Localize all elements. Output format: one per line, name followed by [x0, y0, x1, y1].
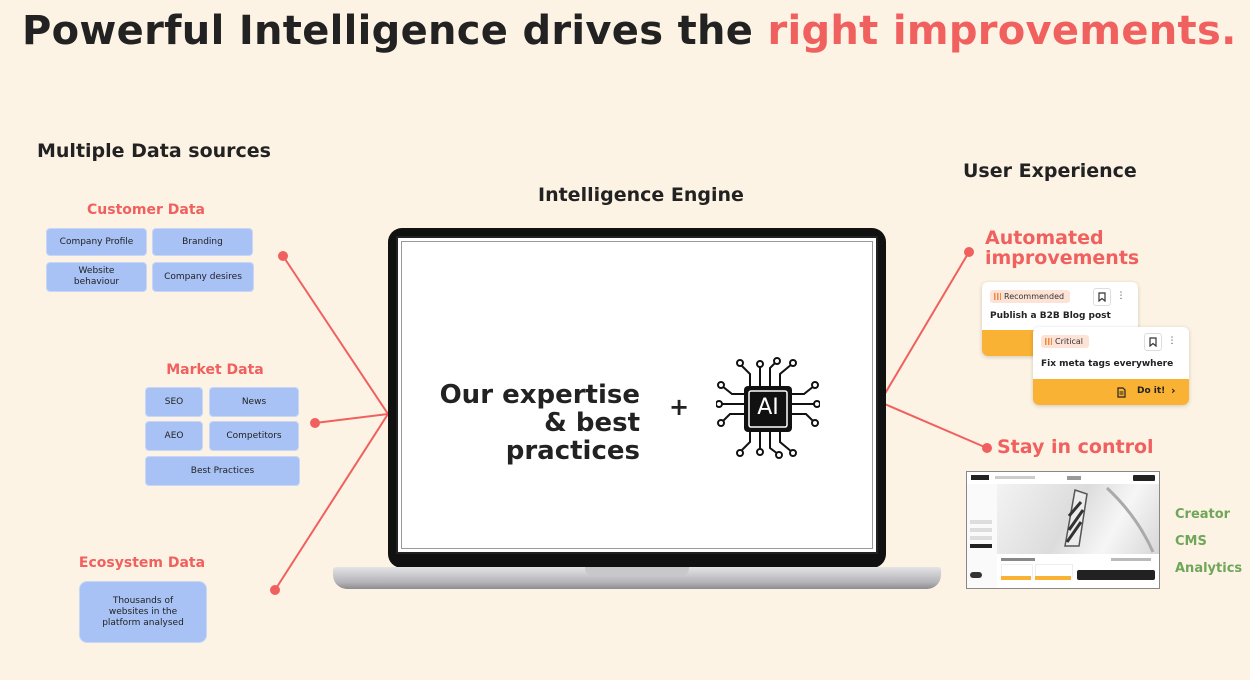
chip-best-practices: Best Practices	[145, 456, 300, 486]
chip-company-desires: Company desires	[152, 262, 254, 292]
chip-website-behaviour: Website behaviour	[46, 262, 147, 292]
chip-company-profile: Company Profile	[46, 228, 147, 256]
tool-cms: CMS	[1175, 534, 1207, 549]
customer-data-label: Customer Data	[87, 202, 205, 218]
chip-competitors: Competitors	[209, 421, 299, 451]
chip-aeo: AEO	[145, 421, 203, 451]
badge-critical: Critical	[1041, 335, 1089, 348]
do-it-button[interactable]: Do it! ›	[1117, 384, 1183, 399]
bookmark-icon[interactable]	[1093, 288, 1111, 306]
automated-improvements-label: Automated improvements	[985, 227, 1140, 269]
tool-analytics: Analytics	[1175, 561, 1243, 576]
market-data-label: Market Data	[166, 362, 264, 378]
more-icon[interactable]: ⋮	[1113, 288, 1129, 304]
laptop-notch	[585, 567, 689, 576]
more-icon[interactable]: ⋮	[1164, 333, 1180, 349]
chip-thousands-websites: Thousands of websites in the platform an…	[79, 581, 207, 643]
card-title: Fix meta tags everywhere	[1041, 359, 1174, 369]
page-title: Powerful Intelligence drives the right i…	[22, 8, 1237, 54]
ecosystem-data-label: Ecosystem Data	[78, 555, 206, 571]
user-experience-header: User Experience	[963, 160, 1137, 182]
chip-seo: SEO	[145, 387, 203, 417]
card-footer	[1033, 379, 1189, 405]
card-critical[interactable]: Critical ⋮ Fix meta tags everywhere Do i…	[1033, 327, 1189, 405]
ai-chip-icon	[716, 357, 820, 459]
stay-in-control-label: Stay in control	[997, 436, 1154, 458]
card-title: Publish a B2B Blog post	[990, 311, 1111, 321]
tool-creator: Creator	[1175, 507, 1231, 522]
badge-recommended: Recommended	[990, 290, 1071, 303]
title-main: Powerful Intelligence drives the	[22, 8, 754, 54]
ai-label: AI	[757, 395, 779, 420]
data-sources-header: Multiple Data sources	[37, 140, 271, 162]
do-it-label: Do it!	[1137, 386, 1166, 396]
laptop-base	[333, 567, 941, 589]
chevron-right-icon: ›	[1171, 384, 1176, 397]
document-icon	[1117, 387, 1126, 398]
bookmark-icon[interactable]	[1144, 333, 1162, 351]
plus-sign: +	[669, 393, 690, 421]
intelligence-engine-header: Intelligence Engine	[538, 184, 744, 206]
app-screenshot-thumbnail	[966, 471, 1160, 589]
screen-inner-frame	[401, 241, 873, 549]
expertise-text: Our expertise & best practices	[439, 380, 640, 466]
chip-branding: Branding	[152, 228, 253, 256]
chip-news: News	[209, 387, 299, 417]
title-highlight: right improvements.	[767, 8, 1237, 54]
